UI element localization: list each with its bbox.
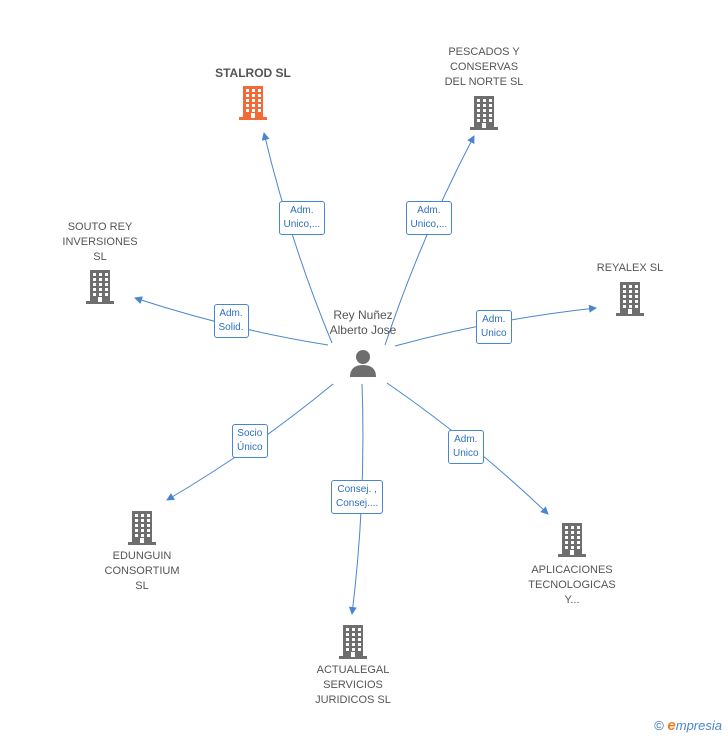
- company-name-reyalex[interactable]: REYALEX SL: [596, 262, 664, 274]
- building-icon: [470, 96, 498, 130]
- copyright-symbol: ©: [654, 718, 664, 733]
- building-icon: [239, 86, 267, 120]
- building-icon: [616, 282, 644, 316]
- brand-logo-rest: mpresia: [675, 718, 722, 733]
- person-icon: [350, 350, 376, 377]
- edge-label-actualegal[interactable]: Consej. , Consej....: [331, 480, 384, 514]
- building-icon: [558, 523, 586, 557]
- footer-brand: © empresia: [654, 717, 722, 734]
- company-node-pescados[interactable]: [467, 95, 501, 136]
- edge-label-reyalex[interactable]: Adm. Unico: [476, 310, 512, 344]
- building-icon: [128, 511, 156, 545]
- company-node-reyalex[interactable]: [613, 281, 647, 322]
- company-name-pescados[interactable]: PESCADOS Y CONSERVAS DEL NORTE SL: [444, 46, 524, 88]
- company-name-aplicaciones[interactable]: APLICACIONES TECNOLOGICAS Y...: [528, 564, 616, 606]
- edge-label-stalrod[interactable]: Adm. Unico,...: [278, 201, 326, 235]
- company-name-souto[interactable]: SOUTO REY INVERSIONES SL: [62, 221, 138, 263]
- company-node-stalrod[interactable]: [236, 85, 270, 126]
- edge-label-edunguin[interactable]: Socio Único: [232, 424, 268, 458]
- company-name-stalrod[interactable]: STALROD SL: [215, 66, 291, 80]
- edge-label-pescados[interactable]: Adm. Unico,...: [405, 201, 453, 235]
- company-node-edunguin[interactable]: [125, 510, 159, 551]
- edge-label-souto[interactable]: Adm. Solid.: [213, 304, 249, 338]
- edge-pescados: [384, 135, 475, 346]
- company-node-aplicaciones[interactable]: [555, 522, 589, 563]
- edge-label-aplicaciones[interactable]: Adm. Unico: [448, 430, 484, 464]
- company-node-actualegal[interactable]: [336, 624, 370, 665]
- building-icon: [339, 625, 367, 659]
- company-name-actualegal[interactable]: ACTUALEGAL SERVICIOS JURIDICOS SL: [315, 664, 391, 706]
- company-name-edunguin[interactable]: EDUNGUIN CONSORTIUM SL: [104, 550, 180, 592]
- person-node[interactable]: [348, 348, 378, 383]
- edge-stalrod: [261, 132, 333, 344]
- building-icon: [86, 270, 114, 304]
- brand-logo-first: e: [667, 717, 676, 734]
- person-name[interactable]: Rey Nuñez Alberto Jose: [329, 308, 397, 337]
- company-node-souto[interactable]: [83, 269, 117, 310]
